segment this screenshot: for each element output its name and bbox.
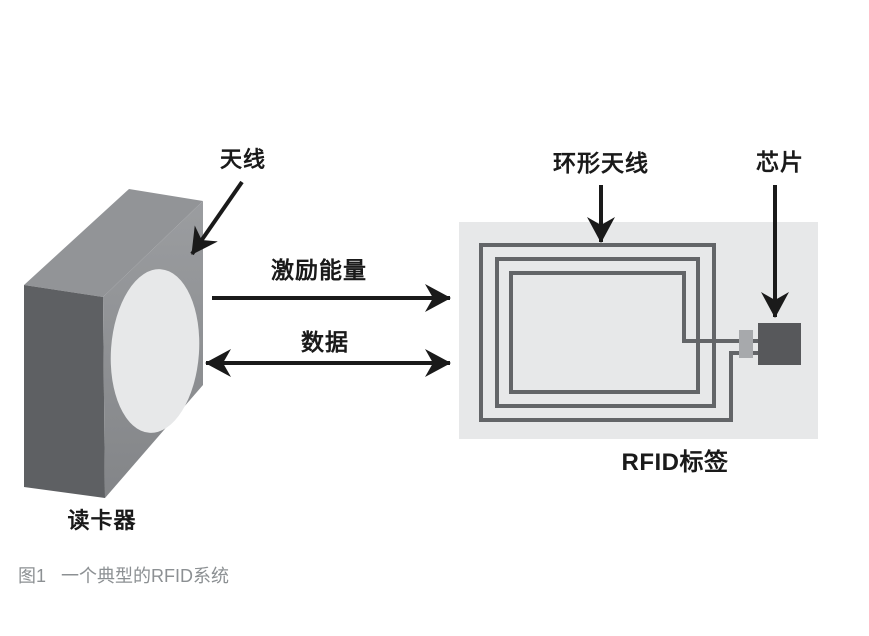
rfid-tag-label: RFID标签 [621,449,729,476]
antenna-pointer-arrow [190,180,244,256]
reader-antenna-lens [110,269,200,433]
loop-antenna-coil [479,243,758,422]
reader-top-face [24,189,203,297]
chip-connector [739,330,753,358]
reader-side-face [24,285,105,498]
reader-label: 读卡器 [67,508,137,533]
chip-label: 芯片 [756,149,804,175]
chip [758,323,801,365]
antenna-label: 天线 [219,147,267,172]
rfid-tag [459,222,818,439]
reader-device [24,189,203,498]
loop-antenna-label: 环形天线 [553,150,649,176]
figure-caption-number: 图1 [18,566,47,586]
figure-caption: 图1 一个典型的RFID系统 [18,566,229,588]
energy-label: 激励能量 [271,257,367,283]
data-label: 数据 [301,329,349,355]
figure-caption-title: 一个典型的RFID系统 [61,566,230,586]
